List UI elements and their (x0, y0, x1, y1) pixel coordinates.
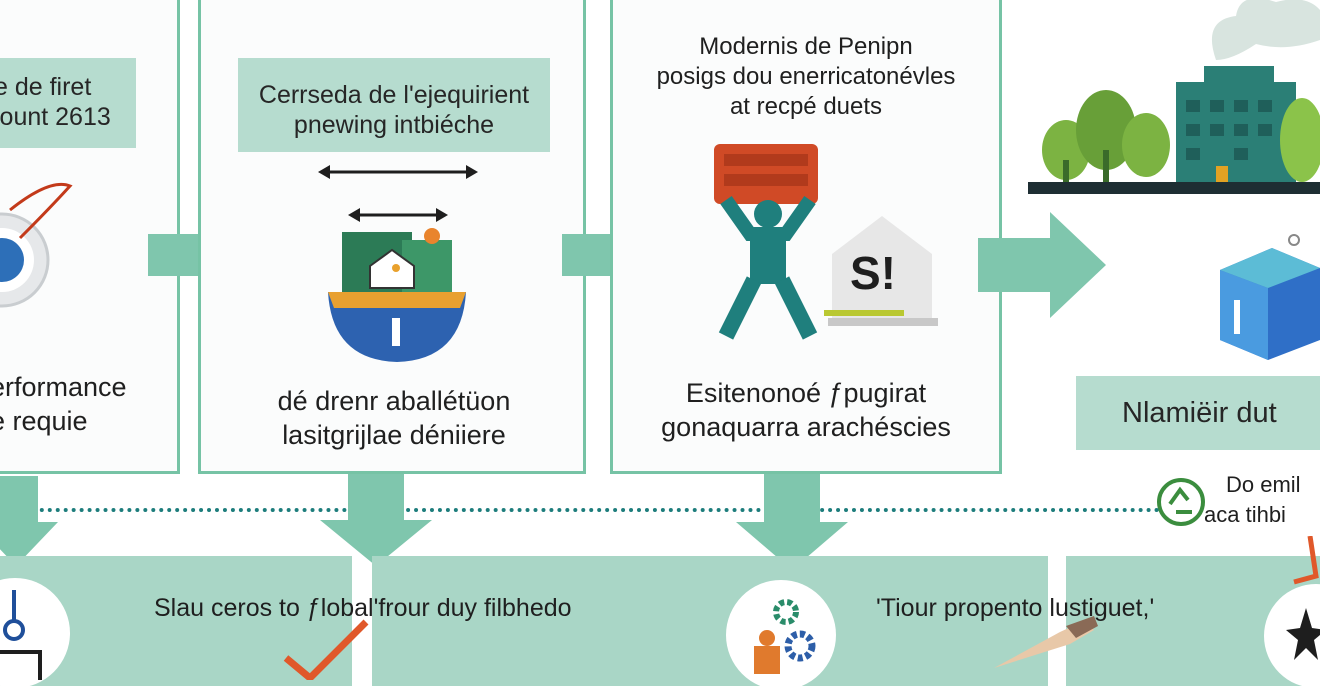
step-label-4: Nlamiëir dut (1076, 376, 1320, 450)
factory-icon (1026, 0, 1320, 200)
step-caption-2-line2: lasitgrijlae déniiere (282, 420, 506, 450)
step-caption-1-line1: erformance (0, 372, 127, 402)
gears-icon (748, 598, 818, 678)
icon-circle-2 (726, 580, 836, 690)
down-arrow-icon (0, 476, 58, 566)
step-heading-3-line2: posigs dou enerricatonévles (656, 63, 956, 90)
step-heading-3-line1: Modernis de Penipn (699, 33, 913, 60)
step-label-2: Cerrseda de l'ejequirient pnewing intbié… (238, 58, 550, 152)
cube-icon (1212, 230, 1320, 360)
step-caption-3-line1: Esitenonoé ƒpugirat (685, 378, 927, 408)
down-arrow-icon (736, 474, 848, 570)
star-person-icon (1286, 606, 1320, 680)
side-note-line1: Do emil (1226, 472, 1301, 497)
bottom-text-2: 'Tiour propento lustiguet,' (876, 594, 1155, 622)
arrow-accent-icon (1290, 536, 1320, 586)
person-lifting-icon (706, 140, 826, 340)
step-caption-3: Esitenonoé ƒpugirat gonaquarra arachésci… (620, 376, 992, 444)
step-caption-1-line2: e requie (0, 406, 88, 436)
step-heading-3-line3: at recpé duets (729, 93, 883, 120)
step-label-2-line2: pnewing intbiéche (293, 111, 495, 139)
step-label-1-line1: e de firet (0, 73, 92, 101)
side-note-line2: aca tihbi (1204, 502, 1286, 527)
checkmark-icon (280, 618, 370, 680)
side-note: Do emil aca tihbi (1204, 470, 1320, 530)
bottom-text-1: Slau ceros to ƒlobal'frour duy filbhedo (154, 594, 572, 622)
globe-bowl-icon (322, 226, 472, 366)
step-caption-2-line1: dé drenr aballétüon (277, 386, 511, 416)
step-heading-3: Modernis de Penipn posigs dou enerricato… (620, 32, 992, 122)
warning-sign-icon: S! (824, 212, 940, 336)
gauge-icon (0, 178, 80, 328)
step-caption-1: erformance e requie (0, 370, 170, 438)
down-arrow-icon (320, 474, 432, 566)
bidirectional-arrows-icon (318, 160, 478, 230)
dotted-connector (0, 508, 1160, 512)
step-label-1: e de firet lount 2613 (0, 58, 136, 148)
step-label-1-line2: lount 2613 (0, 103, 111, 131)
right-arrow-icon (978, 212, 1106, 318)
sign-label: S! (850, 247, 896, 299)
bottom-band-2 (372, 556, 1048, 686)
step-caption-3-line2: gonaquarra arachéscies (661, 412, 951, 442)
recycle-icon (1156, 476, 1206, 528)
plumb-icon (0, 590, 60, 680)
step-label-4-text: Nlamiëir dut (1122, 397, 1277, 429)
step-caption-2: dé drenr aballétüon lasitgrijlae déniier… (238, 384, 550, 452)
step-panel-3 (610, 0, 1002, 474)
step-label-2-line1: Cerrseda de l'ejequirient (258, 81, 530, 109)
hand-icon (990, 612, 1100, 672)
